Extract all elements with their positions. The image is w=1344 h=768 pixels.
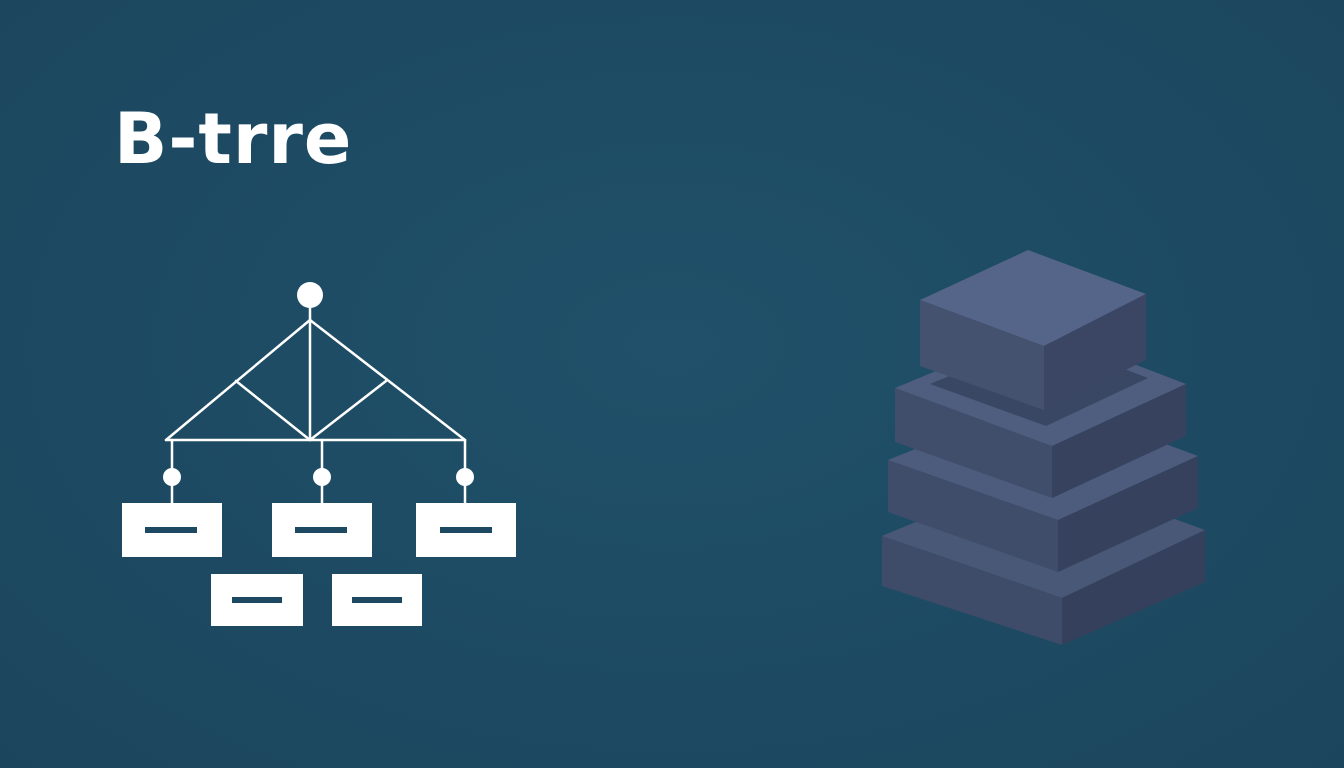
leaf-node xyxy=(272,503,372,557)
connector-node-right xyxy=(456,468,474,486)
leaf-node xyxy=(332,574,422,626)
leaf-node xyxy=(211,574,303,626)
leaf-node xyxy=(122,503,222,557)
slide-title: B-trre xyxy=(114,98,353,180)
connector-node-left xyxy=(163,468,181,486)
connector-node-middle xyxy=(313,468,331,486)
leaf-node xyxy=(416,503,516,557)
root-node xyxy=(297,282,323,308)
stack-layer-top xyxy=(920,250,1146,410)
edge-inner-right-a xyxy=(308,379,388,442)
edge-root-left xyxy=(164,318,312,442)
edge-inner-left-a xyxy=(234,379,312,442)
edge-root-right xyxy=(308,318,467,442)
